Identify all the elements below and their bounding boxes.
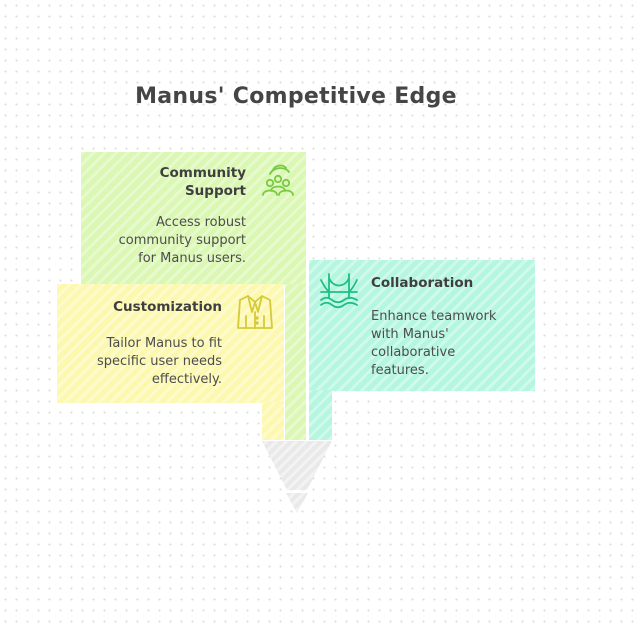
- customization-text-line2: specific user needs: [97, 354, 222, 369]
- community-support-stem: [285, 284, 306, 440]
- collaboration-description: Enhance teamwork with Manus' collaborati…: [371, 308, 531, 380]
- community-heading-line2: Support: [184, 183, 246, 199]
- collaboration-stem: [309, 390, 332, 440]
- customization-card: [57, 284, 284, 403]
- community-heading-line1: Community: [159, 165, 246, 181]
- customization-text-line3: effectively.: [151, 372, 222, 387]
- funnel-tip: [262, 441, 332, 513]
- community-support-card: [81, 152, 306, 285]
- community-heading: Community Support: [130, 164, 246, 200]
- community-text-line3: for Manus users.: [138, 251, 246, 266]
- customization-stem: [262, 402, 284, 440]
- community-text-line2: community support: [118, 233, 246, 248]
- community-icon: [262, 164, 294, 196]
- customization-description: Tailor Manus to fit specific user needs …: [70, 335, 222, 389]
- customization-heading: Customization: [113, 299, 222, 315]
- customization-text-line1: Tailor Manus to fit: [106, 336, 222, 351]
- collaboration-text-line4: features.: [371, 363, 429, 378]
- suit-jacket-icon: [237, 295, 273, 329]
- collaboration-text-line2: with Manus': [371, 327, 449, 342]
- community-text-line1: Access robust: [155, 215, 246, 230]
- collaboration-heading: Collaboration: [371, 275, 474, 291]
- diagram-title: Manus' Competitive Edge: [135, 84, 457, 109]
- collaboration-text-line1: Enhance teamwork: [371, 309, 497, 324]
- bridge-icon: [320, 273, 358, 309]
- community-description: Access robust community support for Manu…: [90, 214, 246, 268]
- collaboration-text-line3: collaborative: [371, 345, 456, 360]
